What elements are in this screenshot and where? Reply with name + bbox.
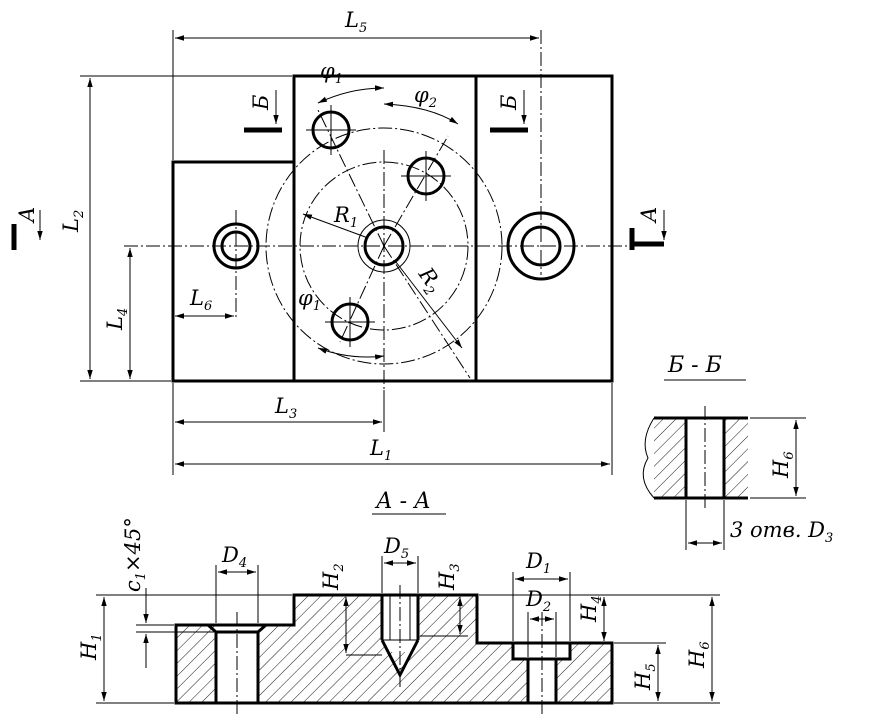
label-r1: R1 [333, 203, 358, 231]
dim-r2 [395, 261, 463, 349]
radial-line-1 [317, 109, 385, 247]
label-l6: L6 [189, 286, 212, 314]
dim-r1 [302, 213, 369, 239]
label-d1: D1 [525, 549, 551, 577]
angle-phi1-top [317, 85, 385, 104]
label-l3: L3 [274, 394, 297, 422]
radial-line-2 [383, 135, 449, 247]
right-counterbore-inner [520, 225, 562, 267]
label-l4: L4 [103, 308, 131, 331]
label-l2: L2 [59, 210, 87, 233]
label-h1: H1 [77, 633, 105, 661]
left-counterbore-outer [212, 222, 260, 270]
bolt-circle-r1 [299, 161, 469, 331]
label-h6-aa: H6 [685, 641, 713, 669]
label-d2: D2 [525, 587, 551, 615]
plan-outline [171, 74, 614, 383]
section-bb-title: Б - Б [667, 353, 722, 378]
label-d4: D4 [221, 543, 247, 571]
section-aa-view: А - А H1 [77, 489, 720, 715]
section-bb-view: Б - Б H6 3 отв. D3 [642, 353, 833, 550]
label-phi2: φ2 [414, 83, 437, 111]
label-section-b-left: Б [249, 95, 273, 111]
label-d5: D5 [383, 534, 409, 562]
radial-line-4 [383, 245, 471, 379]
label-phi1-bottom: φ1 [298, 286, 321, 314]
label-h5: H5 [631, 663, 659, 691]
label-l5: L5 [344, 8, 367, 36]
label-section-a-left: A [15, 207, 39, 224]
label-phi1-top: φ1 [320, 59, 343, 87]
angle-phi2 [383, 101, 459, 125]
label-h3: H3 [435, 563, 463, 591]
label-h6-bb: H6 [769, 451, 797, 479]
right-counterbore-outer [506, 211, 576, 281]
plan-view: L5 L2 L4 L6 L3 L1 φ1 φ2 φ1 R1 [11, 8, 667, 475]
label-holes-note: 3 отв. D3 [730, 518, 833, 546]
section-aa-title: А - А [374, 489, 431, 514]
label-h4: H4 [577, 595, 605, 623]
label-l1: L1 [369, 436, 392, 464]
label-h2: H2 [319, 563, 347, 591]
label-r2: R2 [410, 262, 447, 299]
bolt-circle-r2 [265, 127, 503, 365]
left-counterbore-inner [220, 230, 252, 262]
angle-phi1-bottom [317, 347, 385, 360]
break-line [642, 417, 655, 499]
label-section-b-right: Б [497, 95, 521, 111]
label-chamfer: c1×45° [121, 517, 149, 592]
section-aa-outline [174, 593, 614, 705]
label-section-a-right: A [637, 207, 661, 224]
center-hole [363, 225, 405, 267]
